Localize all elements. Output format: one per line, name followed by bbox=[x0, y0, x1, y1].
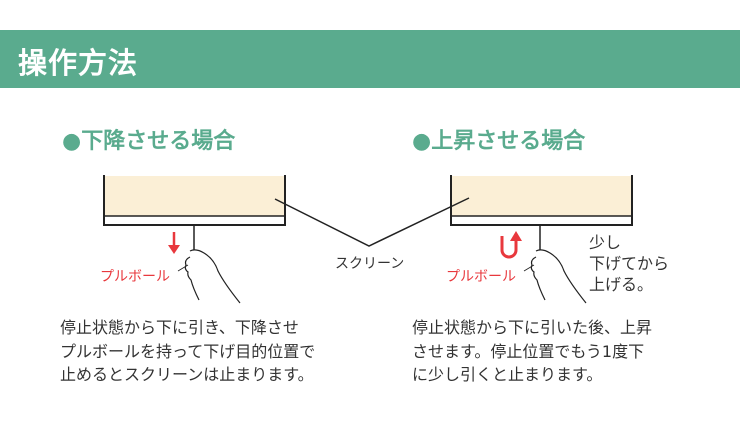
description-line: 止めるとスクリーンは止まります。 bbox=[60, 365, 314, 384]
description-line: に少し引くと止まります。 bbox=[412, 365, 603, 384]
lower-screen bbox=[103, 175, 286, 252]
u-turn-arrow-icon bbox=[500, 231, 522, 259]
lower-heading: ●下降させる場合 bbox=[62, 129, 236, 154]
note-line: 下げてから bbox=[589, 254, 670, 273]
hand-icon bbox=[523, 249, 587, 304]
note-line: 少し bbox=[589, 233, 622, 252]
note-line: 上げる。 bbox=[589, 275, 654, 294]
lower-description: 停止状態から下に引き、下降させ プルボールを持って下げ目的位置で 止めるとスクリ… bbox=[60, 316, 315, 387]
raise-screen bbox=[450, 175, 633, 252]
hand-icon bbox=[177, 249, 241, 304]
description-line: プルボールを持って下げ目的位置で bbox=[60, 341, 316, 361]
screen-label: スクリーン bbox=[335, 256, 405, 272]
raise-note: 少し 下げてから 上げる。 bbox=[589, 232, 669, 295]
raise-description: 停止状態から下に引いた後、上昇 させます。停止位置でもう1度下 に少し引くと止ま… bbox=[412, 316, 652, 387]
description-line: 停止状態から下に引いた後、上昇 bbox=[412, 318, 653, 337]
down-arrow-icon bbox=[168, 232, 180, 254]
raise-pull-ball-label: プルボール bbox=[446, 269, 516, 285]
lower-pull-ball-label: プルボール bbox=[100, 269, 170, 285]
description-line: させます。停止位置でもう1度下 bbox=[412, 341, 645, 361]
raise-heading: ●上昇させる場合 bbox=[412, 129, 586, 154]
screen-leader-line bbox=[274, 197, 470, 247]
description-line: 停止状態から下に引き、下降させ bbox=[60, 318, 299, 337]
header-band: 操作方法 bbox=[0, 30, 740, 88]
page-title: 操作方法 bbox=[18, 46, 139, 80]
